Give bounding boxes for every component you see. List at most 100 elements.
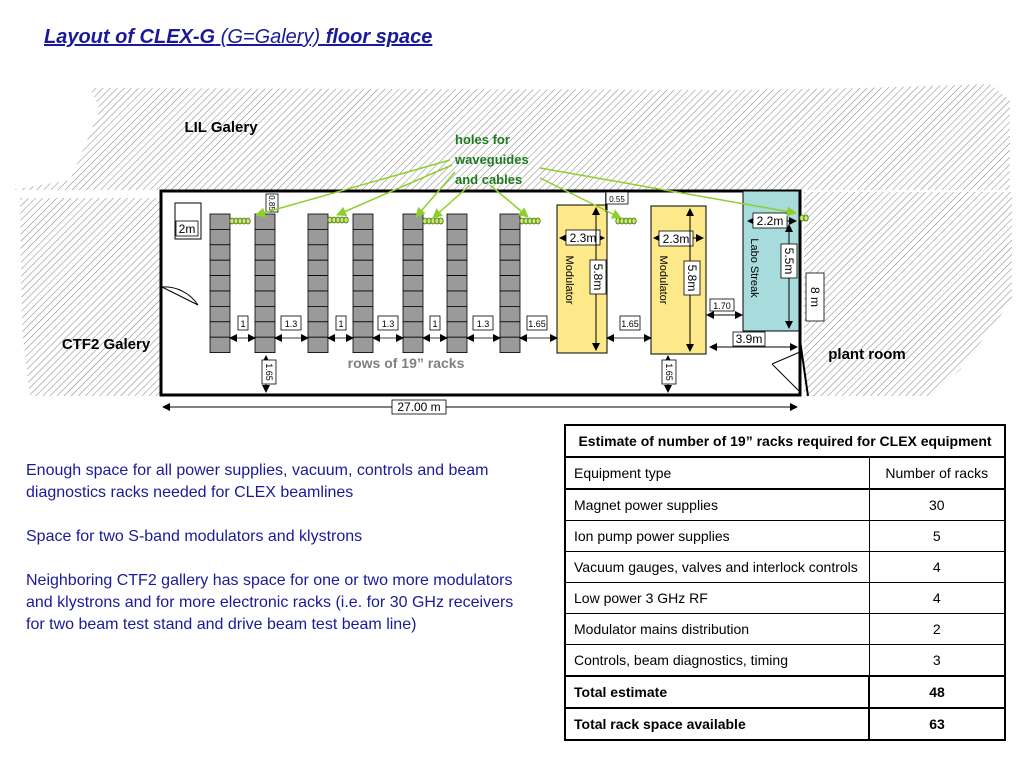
gap-label: 1.65: [528, 319, 546, 329]
rack-unit: [209, 259, 231, 277]
row-equipment: Modulator mains distribution: [564, 613, 870, 645]
rack-unit: [499, 321, 521, 338]
rack-unit: [307, 244, 329, 261]
rack-rows: [209, 213, 521, 354]
rack-unit: [499, 213, 521, 230]
holes-label-1: holes for: [455, 132, 510, 147]
rack-unit: [499, 305, 521, 323]
rack-unit: [307, 228, 329, 246]
labo-length: 5.5m: [782, 248, 796, 275]
rack-unit: [446, 275, 468, 292]
rack-unit: [402, 290, 424, 307]
total-length: 27.00 m: [397, 400, 440, 414]
rack-unit: [254, 336, 276, 354]
row-equipment: Controls, beam diagnostics, timing: [564, 644, 870, 677]
rack-unit: [402, 259, 424, 277]
rack-unit: [352, 213, 374, 230]
cable-coil: [438, 217, 444, 225]
rack-unit: [307, 305, 329, 323]
cable-coil: [535, 217, 541, 225]
gap-label: 1.3: [382, 319, 395, 329]
rack-unit: [209, 228, 231, 246]
rack-unit: [402, 336, 424, 354]
door-width-label: 2m: [179, 222, 196, 236]
rack-unit: [307, 275, 329, 292]
rack-unit: [307, 259, 329, 277]
gap-label: 1.3: [477, 319, 490, 329]
rack-unit: [209, 321, 231, 338]
rack-unit: [254, 228, 276, 246]
rack-unit: [254, 305, 276, 323]
gap-label: 1.65: [621, 319, 639, 329]
modulator-1-width: 2.3m: [570, 231, 597, 245]
cable-coil: [803, 214, 809, 222]
row-count: 4: [868, 582, 1006, 614]
note-2: Space for two S-band modulators and klys…: [26, 528, 363, 545]
header-equipment-type: Equipment type: [564, 456, 870, 490]
rack-unit: [402, 228, 424, 246]
rack-unit: [352, 336, 374, 354]
rows-of-racks-label: rows of 19” racks: [348, 355, 465, 371]
hall-width: 8 m: [808, 287, 822, 307]
modulator-1-length: 5.8m: [591, 264, 605, 291]
row-equipment: Vacuum gauges, valves and interlock cont…: [564, 551, 870, 583]
rack-unit: [352, 290, 374, 307]
holes-label-2: waveguides: [454, 152, 529, 167]
rack-unit: [352, 228, 374, 246]
floor-plan-diagram: 2m Modulator Modulator Labo Streak 2.3m …: [12, 84, 1012, 415]
rack-unit: [209, 213, 231, 230]
rack-unit: [499, 275, 521, 292]
page-title: Layout of CLEX-G (G=Galery) floor space: [44, 26, 432, 49]
rack-unit: [352, 244, 374, 261]
rack-unit: [307, 321, 329, 338]
rack-unit: [499, 259, 521, 277]
gap-label: 1: [240, 319, 245, 329]
gap-170: 1.70: [713, 301, 731, 311]
modulator-2-width: 2.3m: [663, 232, 690, 246]
title-suffix: floor space: [325, 26, 433, 48]
gap-label-box: [429, 315, 441, 331]
aisle-165-right: 1.65: [664, 363, 674, 381]
gap-label-box: [526, 315, 548, 331]
rack-unit: [402, 275, 424, 292]
gap-label-box: [335, 315, 347, 331]
labo-bottom: 3.9m: [736, 332, 763, 346]
rack-unit: [446, 244, 468, 261]
row-equipment: Magnet power supplies: [564, 488, 870, 521]
gap-label-box: [377, 315, 399, 331]
rack-unit: [402, 305, 424, 323]
table-row: Vacuum gauges, valves and interlock cont…: [564, 551, 1006, 583]
notes-text: Enough space for all power supplies, vac…: [26, 460, 516, 658]
gap-label-box: [280, 315, 302, 331]
rack-unit: [446, 305, 468, 323]
rack-unit: [402, 244, 424, 261]
rack-unit: [352, 275, 374, 292]
rack-unit: [499, 244, 521, 261]
hole-arrows: [255, 159, 797, 219]
gap-085: 0.85: [267, 195, 276, 211]
row-equipment: Low power 3 GHz RF: [564, 582, 870, 614]
rack-unit: [209, 275, 231, 292]
cable-coil: [343, 216, 349, 224]
rack-unit: [254, 275, 276, 292]
modulator-2-length: 5.8m: [685, 265, 699, 292]
row-count: 4: [868, 551, 1006, 583]
gap-label-box: [237, 315, 249, 331]
title-paren: (G=Galery): [215, 26, 326, 48]
gap-label: 1: [432, 319, 437, 329]
rack-unit: [209, 305, 231, 323]
rack-unit: [352, 321, 374, 338]
rack-unit: [307, 336, 329, 354]
rack-unit: [446, 321, 468, 338]
rack-unit: [307, 213, 329, 230]
gap-label-box: [472, 315, 494, 331]
plant-room-label: plant room: [828, 346, 906, 363]
rack-unit: [446, 213, 468, 230]
rack-unit: [254, 290, 276, 307]
